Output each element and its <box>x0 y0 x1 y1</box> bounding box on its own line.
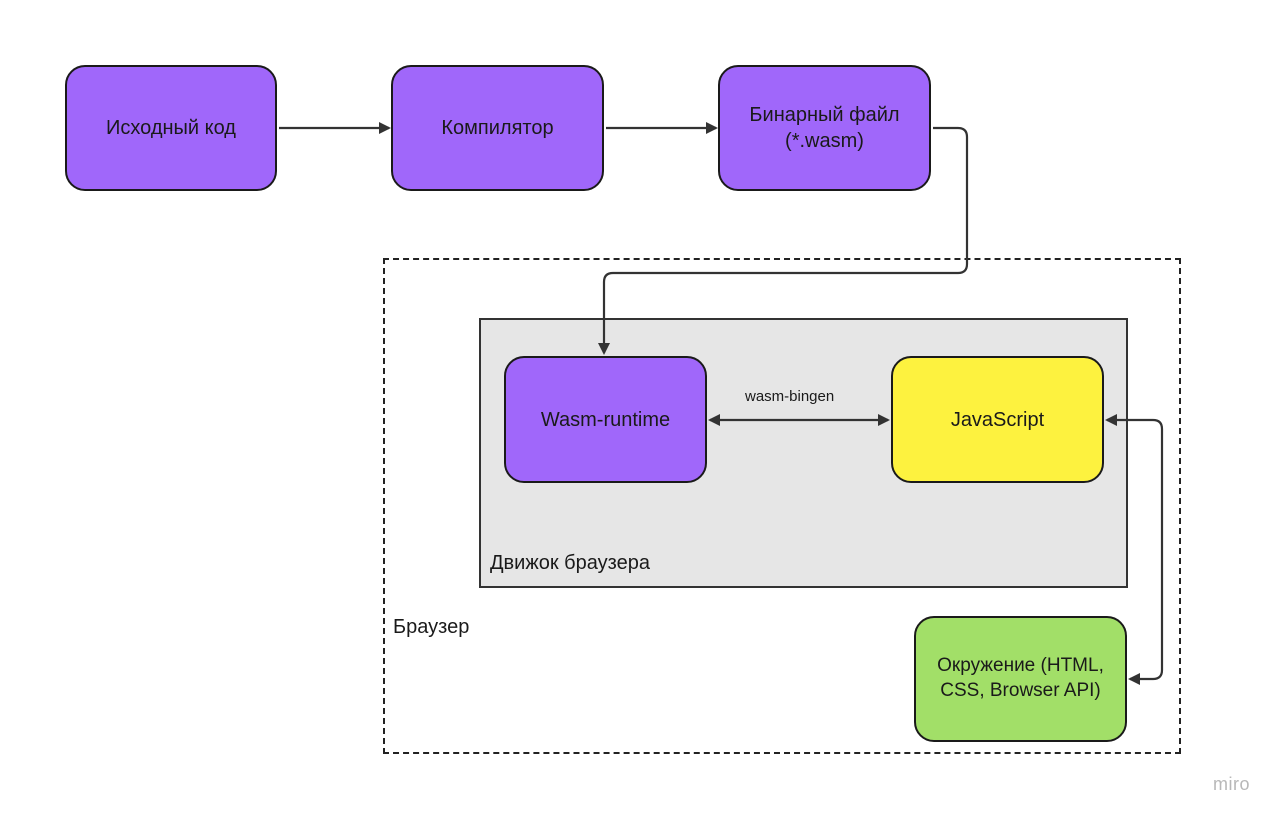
binary-file-label: Бинарный файл <box>749 104 900 126</box>
compiler-label: Компилятор <box>441 117 554 139</box>
binary-file-extension: (*.wasm) <box>785 130 864 152</box>
miro-watermark: miro <box>1213 774 1250 794</box>
environment-label-line2: CSS, Browser API) <box>940 680 1101 701</box>
browser-engine-label: Движок браузера <box>490 552 650 574</box>
javascript-node: JavaScript <box>891 356 1104 483</box>
browser-label: Браузер <box>393 616 470 638</box>
binary-file-node: Бинарный файл (*.wasm) <box>718 65 931 191</box>
source-code-label: Исходный код <box>106 117 236 139</box>
compiler-node: Компилятор <box>391 65 604 191</box>
wasm-runtime-label: Wasm-runtime <box>540 408 671 431</box>
wasm-runtime-node: Wasm-runtime <box>504 356 707 483</box>
environment-label-line1: Окружение (HTML, <box>937 655 1104 677</box>
source-code-node: Исходный код <box>65 65 277 191</box>
wasm-bingen-edge-label: wasm-bingen <box>745 388 835 405</box>
environment-node: Окружение (HTML, CSS, Browser API) <box>914 616 1127 742</box>
javascript-label: JavaScript <box>950 408 1045 431</box>
